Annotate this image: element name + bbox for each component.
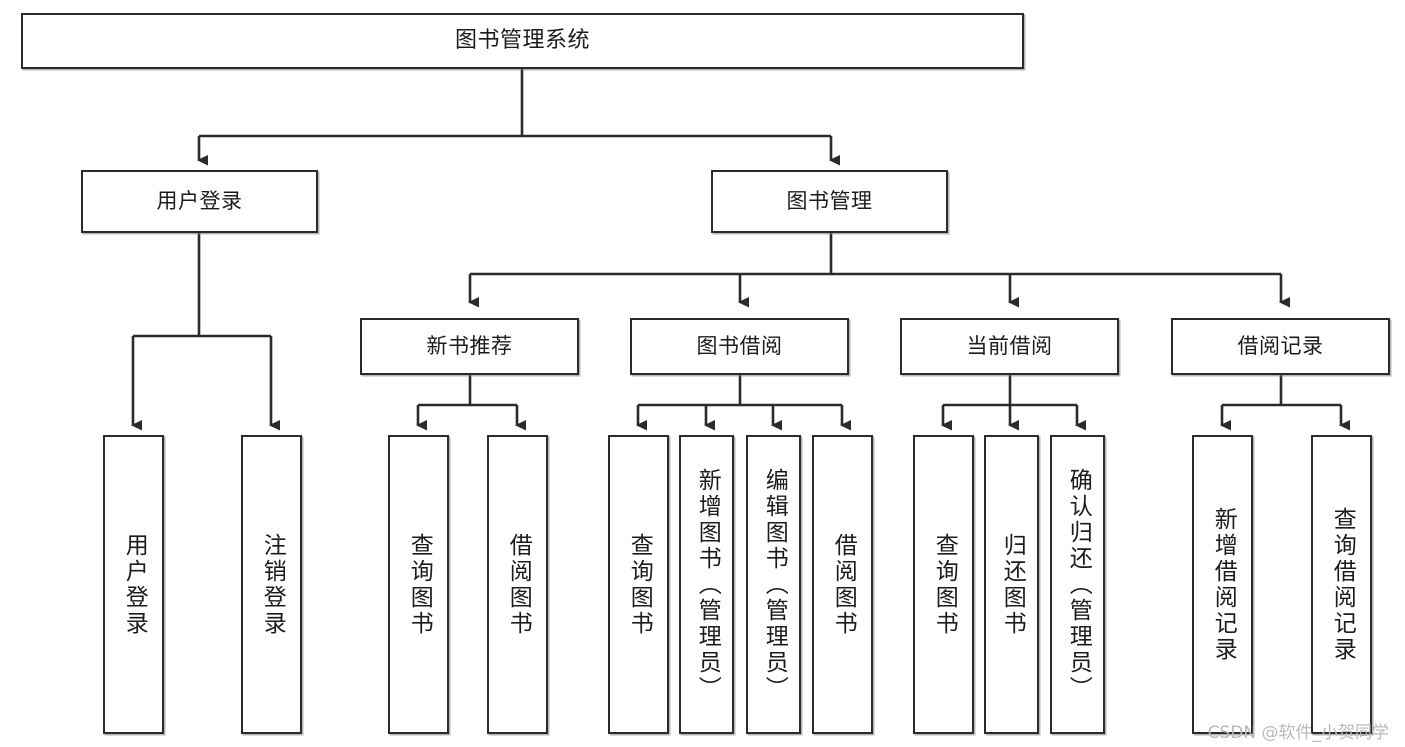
- node-label: 借阅图书: [505, 532, 532, 637]
- node-label: 新增借阅记录: [1210, 506, 1237, 663]
- node-label: 借阅记录: [1237, 334, 1324, 359]
- node-label: 图书管理: [786, 189, 873, 214]
- node-label: 用户登录: [121, 532, 148, 637]
- leaf-current-borrow-confirm[interactable]: 确认归还（管理员）: [1050, 435, 1105, 734]
- node-label: 查询图书: [931, 532, 958, 637]
- node-label: 图书管理系统: [454, 28, 590, 54]
- node-label: 借阅图书: [830, 532, 857, 637]
- leaf-book-borrow-add[interactable]: 新增图书（管理员）: [679, 435, 734, 734]
- node-label: 用户登录: [156, 189, 243, 214]
- leaf-borrow-record-add[interactable]: 新增借阅记录: [1192, 435, 1253, 734]
- leaf-book-borrow-edit[interactable]: 编辑图书（管理员）: [746, 435, 801, 734]
- node-root-system[interactable]: 图书管理系统: [21, 13, 1024, 69]
- node-label: 归还图书: [999, 532, 1026, 637]
- leaf-user-login-login[interactable]: 用户登录: [103, 435, 164, 734]
- node-label: 注销登录: [259, 532, 286, 637]
- node-label: 查询图书: [626, 532, 653, 637]
- node-label: 新增图书（管理员）: [694, 467, 721, 702]
- node-label: 查询借阅记录: [1329, 506, 1356, 663]
- node-label: 新书推荐: [426, 334, 513, 359]
- node-label: 当前借阅: [966, 334, 1053, 359]
- node-label: 确认归还（管理员）: [1065, 467, 1092, 702]
- leaf-new-book-borrow[interactable]: 借阅图书: [487, 435, 548, 734]
- node-book-borrow[interactable]: 图书借阅: [630, 318, 849, 375]
- node-user-login[interactable]: 用户登录: [81, 170, 318, 233]
- leaf-user-login-logout[interactable]: 注销登录: [241, 435, 302, 734]
- leaf-new-book-query[interactable]: 查询图书: [388, 435, 449, 734]
- leaf-book-borrow-query[interactable]: 查询图书: [608, 435, 669, 734]
- watermark-text: CSDN @软件_小贺同学: [1207, 723, 1389, 743]
- leaf-current-borrow-return[interactable]: 归还图书: [984, 435, 1039, 734]
- node-new-book-recommend[interactable]: 新书推荐: [360, 318, 579, 375]
- leaf-book-borrow-lend[interactable]: 借阅图书: [812, 435, 873, 734]
- node-label: 查询图书: [406, 532, 433, 637]
- leaf-borrow-record-query[interactable]: 查询借阅记录: [1311, 435, 1372, 734]
- node-current-borrow[interactable]: 当前借阅: [900, 318, 1119, 375]
- node-label: 编辑图书（管理员）: [761, 467, 788, 702]
- node-label: 图书借阅: [696, 334, 783, 359]
- node-borrow-record[interactable]: 借阅记录: [1171, 318, 1390, 375]
- leaf-current-borrow-query[interactable]: 查询图书: [913, 435, 974, 734]
- node-book-management[interactable]: 图书管理: [711, 170, 948, 233]
